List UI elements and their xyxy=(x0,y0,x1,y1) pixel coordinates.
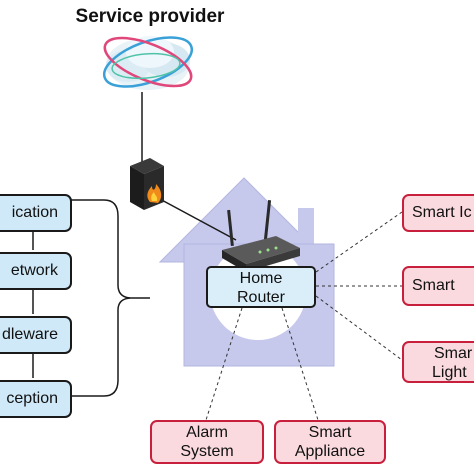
device-smart-light-label-1: Smar xyxy=(434,345,473,362)
layer-network: etwork xyxy=(0,252,72,290)
home-router-box: Home Router xyxy=(206,266,316,308)
wifi-router-icon xyxy=(222,200,300,272)
device-smart-top: Smart Ic xyxy=(402,194,474,232)
wireless-links xyxy=(205,211,403,421)
device-alarm-label-1: Alarm xyxy=(186,424,228,441)
firewall-icon xyxy=(130,158,164,210)
layer-middleware: dleware xyxy=(0,316,72,354)
device-smart-mid-label: Smart xyxy=(412,277,455,294)
firewall-router-link xyxy=(157,197,237,241)
layer-application: ication xyxy=(0,194,72,232)
router-label-line2: Router xyxy=(236,289,286,306)
device-smart-mid: Smart xyxy=(402,266,474,306)
layer-bracket-upper xyxy=(70,199,150,299)
device-smart-appliance: Smart Appliance xyxy=(274,420,386,464)
connection-lines xyxy=(32,92,237,397)
device-alarm-label-2: System xyxy=(180,443,234,460)
link-alarm xyxy=(205,307,243,421)
device-smart-top-label: Smart Ic xyxy=(412,204,472,221)
router-label-line1: Home xyxy=(239,270,283,287)
device-smart-light: Smar Light xyxy=(402,341,474,383)
service-provider-title: Service provider xyxy=(75,6,225,27)
device-appliance-label-1: Smart xyxy=(308,424,352,441)
layer-perception: ception xyxy=(0,380,72,418)
layer-bracket-lower xyxy=(70,297,131,397)
device-alarm-system: Alarm System xyxy=(150,420,264,464)
link-appliance xyxy=(281,307,319,421)
device-appliance-label-2: Appliance xyxy=(294,443,366,460)
device-smart-light-label-2: Light xyxy=(432,364,467,381)
service-provider-cloud-icon xyxy=(102,36,194,90)
